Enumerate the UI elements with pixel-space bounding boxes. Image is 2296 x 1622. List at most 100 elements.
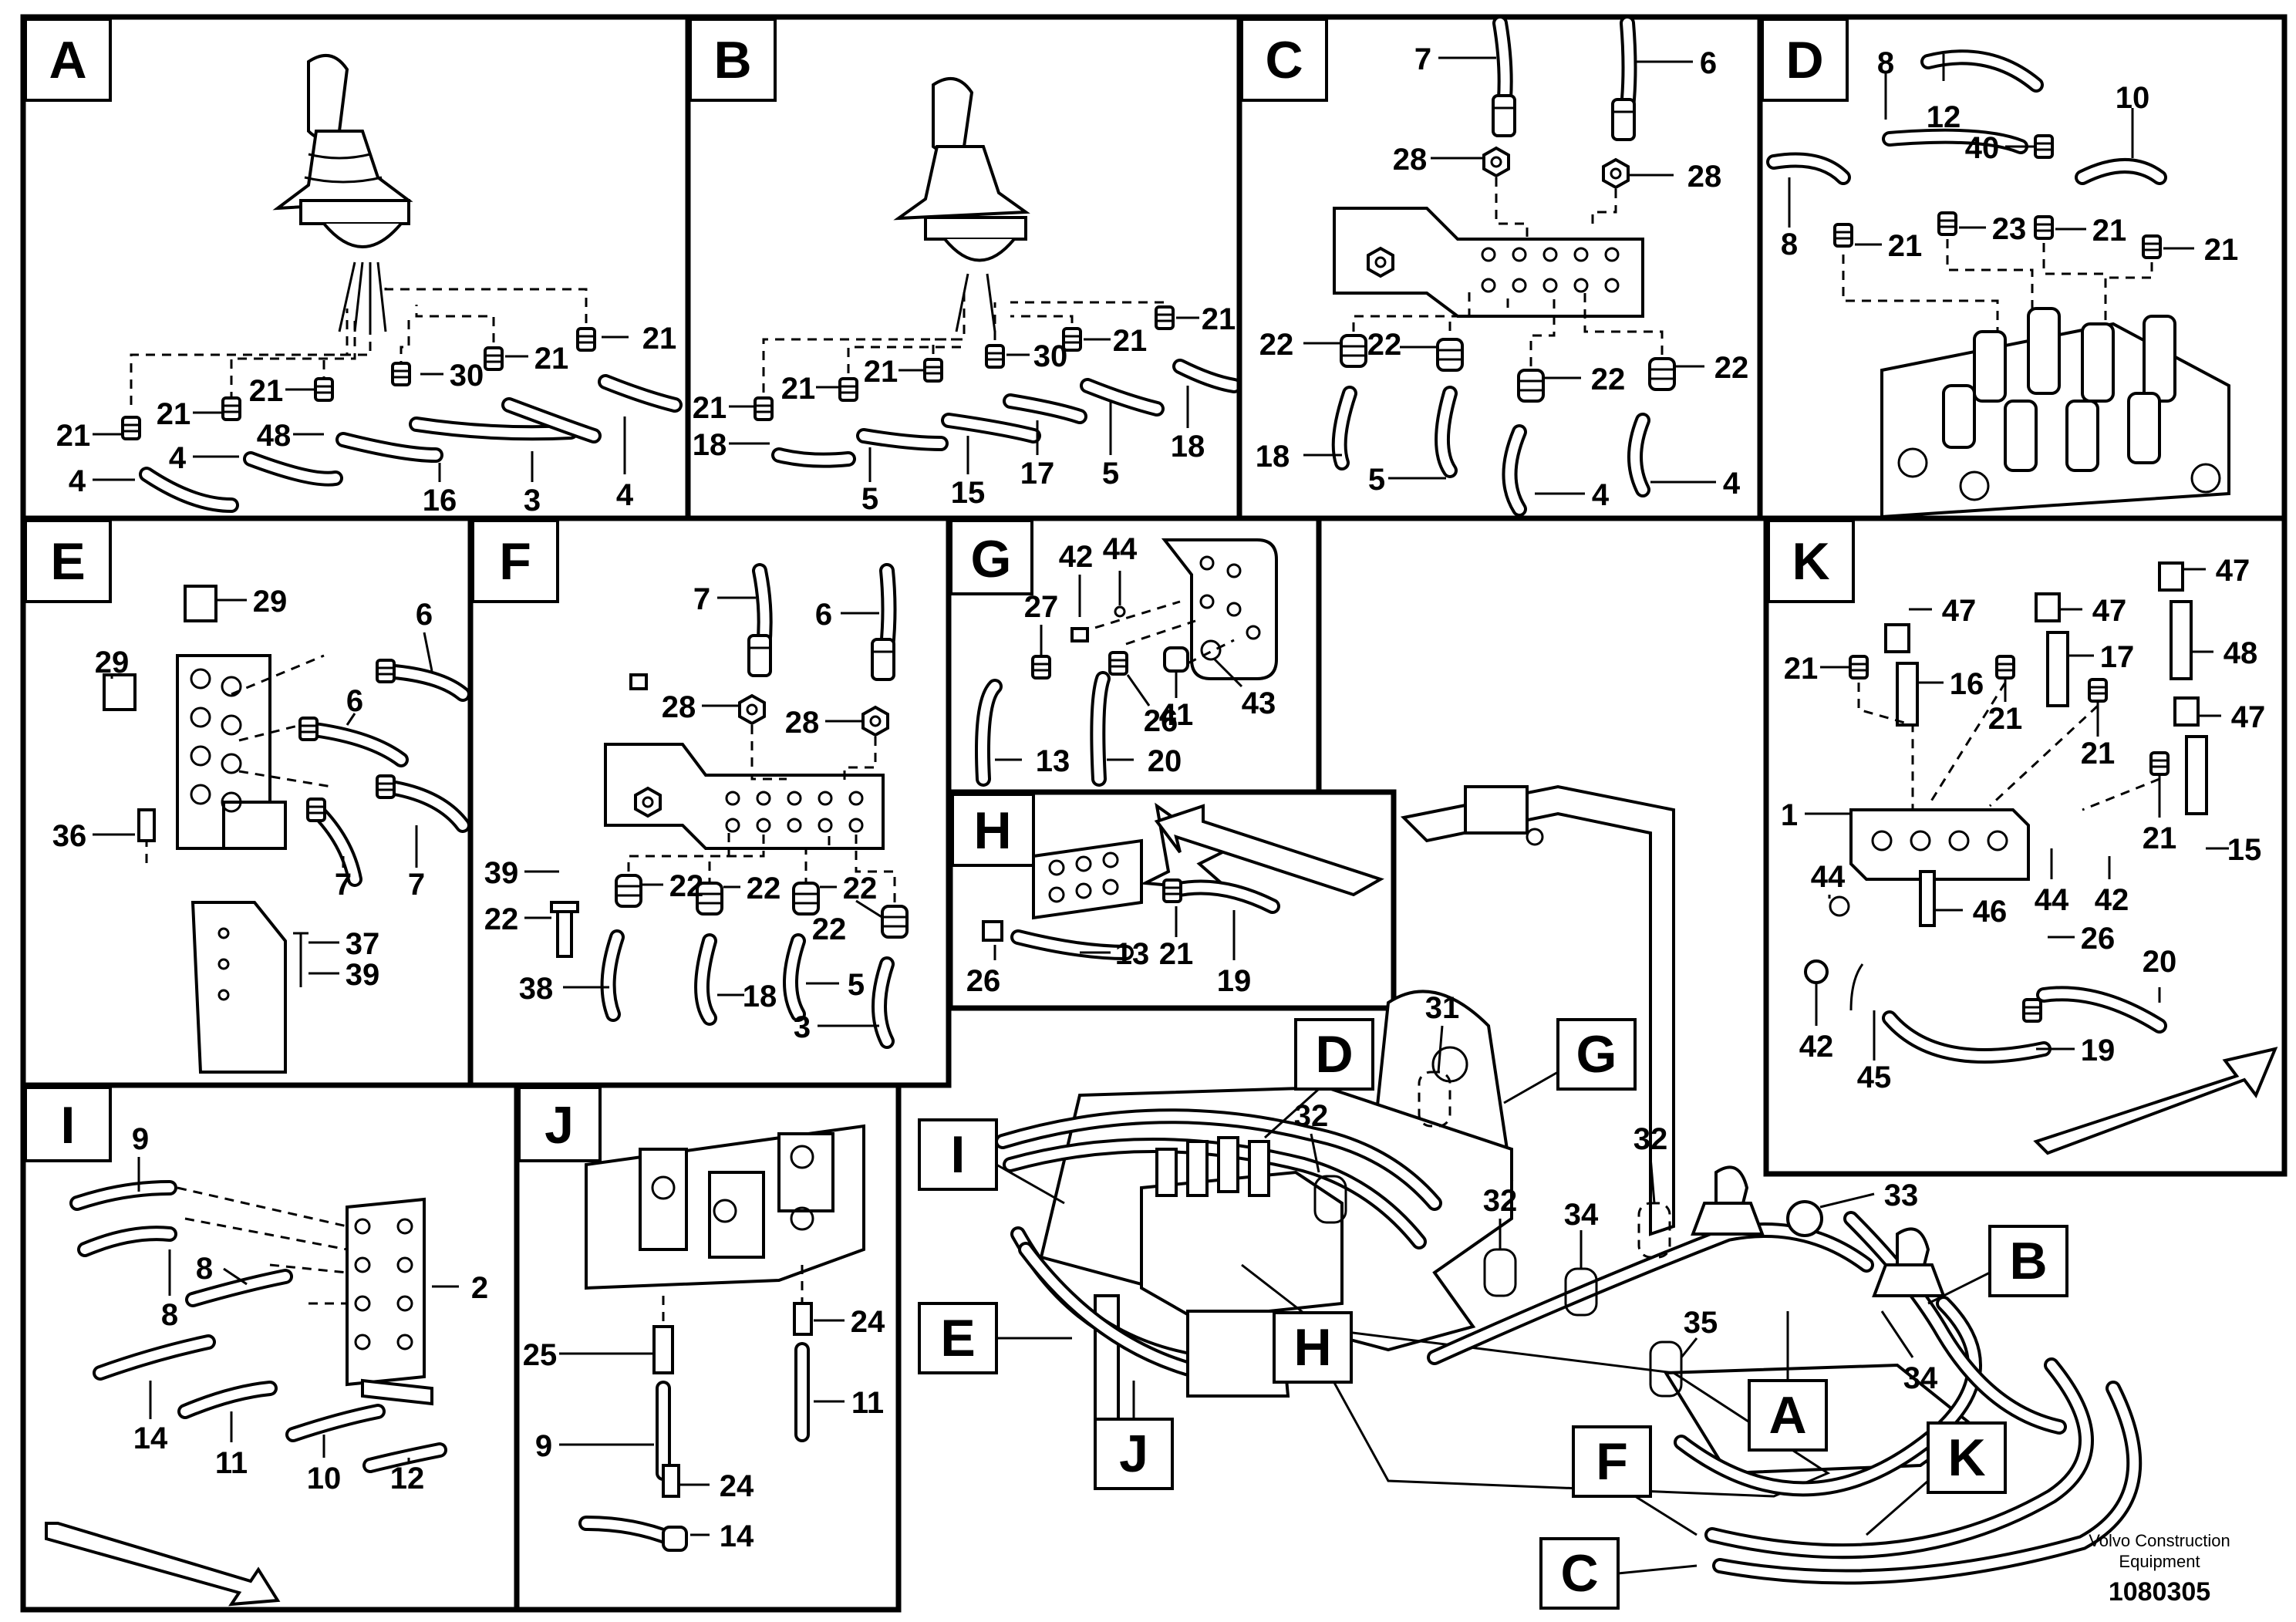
panel-e-callouts: 29 6 29 6 36 7 7 37 39 (52, 585, 433, 992)
callout-32: 32 (1633, 1122, 1668, 1156)
panel-f: F 7 6 28 28 39 (467, 515, 952, 1088)
callout-8: 8 (196, 1252, 213, 1286)
callout-25: 25 (523, 1338, 558, 1372)
callout-22: 22 (1591, 363, 1626, 396)
panel-e-badge (24, 519, 112, 603)
callout-24: 24 (851, 1305, 885, 1339)
callout-11: 11 (215, 1446, 248, 1480)
panel-a-badge (24, 18, 112, 102)
callout-21: 21 (249, 374, 284, 408)
panel-a: A 21 21 30 21 21 (20, 14, 691, 521)
panel-h: H 13 21 26 19 (947, 789, 1397, 1011)
callout-7: 7 (1414, 42, 1431, 76)
callout-21: 21 (1202, 302, 1236, 336)
callout-28: 28 (785, 706, 820, 740)
callout-30: 30 (450, 359, 484, 393)
manifold-i (346, 1197, 433, 1406)
callout-42: 42 (1799, 1030, 1834, 1064)
panel-b-callouts: 21 21 21 30 21 21 18 5 15 17 5 18 (693, 302, 1236, 516)
panel-g-callouts: 42 44 27 26 41 43 13 20 (995, 532, 1276, 778)
panel-k-callouts: 47 47 47 21 16 17 48 21 21 1 47 21 44 (1781, 554, 2265, 1094)
callout-21: 21 (1888, 229, 1923, 263)
callout-21: 21 (642, 322, 677, 356)
joystick-a (272, 54, 413, 332)
callout-22: 22 (843, 872, 878, 905)
callout-47: 47 (1942, 594, 1977, 628)
panel-h-badge (951, 793, 1035, 867)
main-letter-d: D (1315, 1025, 1353, 1084)
drawing-number: 1080305 (2109, 1577, 2210, 1607)
callout-42: 42 (1059, 540, 1094, 574)
direction-arrow-i (45, 1522, 281, 1607)
panel-f-callouts: 7 6 28 28 39 22 22 22 22 38 18 5 22 (484, 582, 884, 1044)
manifold-e (176, 654, 287, 850)
callout-13: 13 (1115, 937, 1150, 971)
callout-3: 3 (524, 484, 541, 518)
bracket-f (604, 743, 885, 850)
callout-34: 34 (1564, 1198, 1599, 1232)
callout-30: 30 (1033, 339, 1068, 373)
panel-j-callouts: 24 25 11 9 24 14 (523, 1305, 885, 1553)
callout-23: 23 (1992, 212, 2027, 246)
callout-21: 21 (2092, 214, 2127, 248)
brand-line-1: Volvo Construction (2089, 1531, 2230, 1550)
callout-39: 39 (346, 958, 380, 992)
panel-j-letter: J (544, 1096, 574, 1155)
callout-22: 22 (812, 912, 847, 946)
callout-47: 47 (2092, 594, 2127, 628)
panel-k-letter: K (1792, 532, 1829, 591)
callout-39: 39 (484, 856, 519, 890)
callout-22: 22 (1367, 328, 1402, 362)
callout-37: 37 (346, 927, 380, 961)
callout-15: 15 (2227, 833, 2262, 867)
callout-31: 31 (1425, 991, 1460, 1025)
callout-1: 1 (1781, 798, 1798, 832)
callout-6: 6 (416, 598, 433, 632)
callout-21: 21 (781, 372, 816, 406)
callout-18: 18 (693, 428, 727, 462)
joystick-b (893, 77, 1030, 332)
callout-21: 21 (534, 342, 569, 376)
callout-26: 26 (2081, 922, 2116, 956)
panel-i-letter: I (61, 1096, 76, 1155)
panel-a-letter: A (49, 31, 86, 89)
callout-41: 41 (1159, 698, 1194, 732)
callout-5: 5 (861, 482, 878, 516)
direction-arrow-h (1154, 804, 1384, 897)
panel-b: B 21 21 21 30 21 21 (685, 14, 1242, 521)
callout-28: 28 (1393, 143, 1428, 177)
callout-21: 21 (2081, 737, 2116, 771)
callout-44: 44 (2035, 883, 2069, 917)
callout-33: 33 (1884, 1179, 1919, 1212)
panel-e-letter: E (50, 532, 85, 591)
main-letter-a: A (1768, 1386, 1806, 1445)
callout-19: 19 (1217, 964, 1252, 998)
callout-8: 8 (1877, 46, 1894, 80)
callout-5: 18 (743, 980, 777, 1013)
callout-4: 5 (848, 968, 865, 1002)
callout-21: 21 (56, 419, 91, 453)
callout-43: 43 (1242, 686, 1276, 720)
callout-4: 4 (169, 441, 187, 475)
panel-b-letter: B (713, 31, 751, 89)
callout-9: 9 (132, 1122, 149, 1156)
panel-f-badge (471, 519, 559, 603)
callout-46: 46 (1973, 895, 2008, 929)
main-letter-k: K (1947, 1428, 1985, 1487)
callout-21: 21 (1988, 702, 2023, 736)
panel-c: C 7 6 28 28 22 22 (1236, 14, 1763, 521)
direction-arrow-k (2033, 1047, 2278, 1155)
callout-21: 21 (1113, 324, 1148, 358)
joystick-left-main (1691, 1165, 1765, 1236)
callout-18: 18 (1171, 430, 1205, 464)
callout-29: 29 (253, 585, 288, 619)
callout-5: 5 (1368, 463, 1385, 497)
callout-21: 21 (157, 397, 191, 431)
panel-i-frame (20, 1082, 520, 1613)
clamp-35 (1649, 1340, 1683, 1398)
callout-10: 10 (2116, 81, 2150, 115)
panel-i: I 9 8 8 2 14 11 10 (20, 1082, 520, 1613)
callout-26: 26 (1144, 704, 1178, 738)
panel-b-badge (689, 18, 777, 102)
